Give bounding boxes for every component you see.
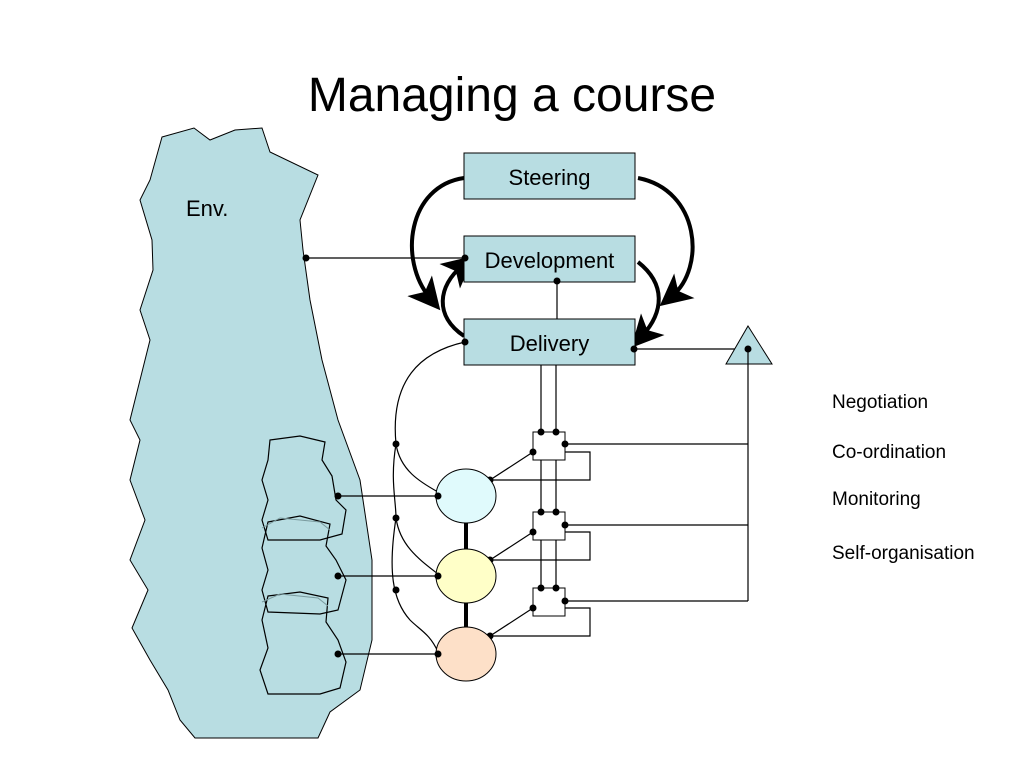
node-middle (435, 548, 497, 604)
curve-dot-3 (392, 586, 400, 594)
junction-3-return (492, 607, 591, 637)
steering-label: Steering (509, 165, 591, 190)
env-node-1-dot-a (334, 492, 342, 500)
legend-negotiation: Negotiation (832, 392, 929, 413)
curve-dot-2 (392, 514, 400, 522)
development-to-delivery-arrow (631, 260, 665, 348)
junction-dot-3a (537, 584, 545, 592)
env-node-2-dot-a (334, 572, 342, 580)
junction-2-node-link (489, 531, 534, 561)
junction-2-return (492, 531, 591, 561)
env-subregion-overlap-1 (261, 517, 331, 531)
env-node-2-dot-b (434, 572, 442, 580)
delivery-to-nodes-curve-2 (392, 443, 439, 575)
environment-label: Env. (186, 196, 228, 221)
development-box (463, 235, 636, 283)
delivery-box (463, 318, 636, 366)
legend-self-organisation: Self-organisation (832, 543, 975, 564)
junction-dot-3b (552, 584, 560, 592)
development-bottom-dot (553, 277, 561, 285)
monitor-triangle (725, 325, 773, 365)
slide-title: Managing a course (307, 69, 717, 122)
env-node-1-dot-b (434, 492, 442, 500)
env-subregion-1 (261, 435, 347, 541)
env-link-dot (302, 254, 310, 262)
junction-dot-2a (537, 508, 545, 516)
development-left-dot (461, 254, 469, 262)
curve-dot-1 (392, 440, 400, 448)
node-bottom (435, 626, 497, 682)
delivery-right-dot (630, 345, 638, 353)
node-top (435, 468, 497, 524)
development-label: Development (485, 248, 615, 273)
junction-dot-2b (552, 508, 560, 516)
delivery-to-nodes-curve-3 (391, 517, 439, 653)
junction-dot-1b (552, 428, 560, 436)
legend-coordination: Co-ordination (832, 442, 947, 463)
env-subregion-2 (261, 515, 347, 615)
junction-dot-1a (537, 428, 545, 436)
junction-box-1 (532, 431, 566, 461)
junction-box-2 (532, 511, 566, 541)
junction-3-node-link (489, 607, 534, 637)
steering-left-arrow (407, 176, 465, 311)
junction-1-node-link (489, 451, 534, 481)
env-subregion-3 (259, 591, 347, 695)
steering-box (463, 152, 636, 200)
env-node-3-dot-a (334, 650, 342, 658)
junction-1-return (492, 451, 591, 481)
environment-shape (129, 127, 373, 739)
env-node-3-dot-b (434, 650, 442, 658)
junction-box-3 (532, 587, 566, 617)
delivery-to-development-arrow (439, 255, 475, 338)
delivery-label: Delivery (510, 331, 589, 356)
legend-monitoring: Monitoring (832, 489, 921, 510)
steering-right-arrow (637, 176, 695, 307)
env-subregion-overlap-2 (261, 593, 329, 607)
delivery-to-nodes-curve (394, 341, 466, 493)
